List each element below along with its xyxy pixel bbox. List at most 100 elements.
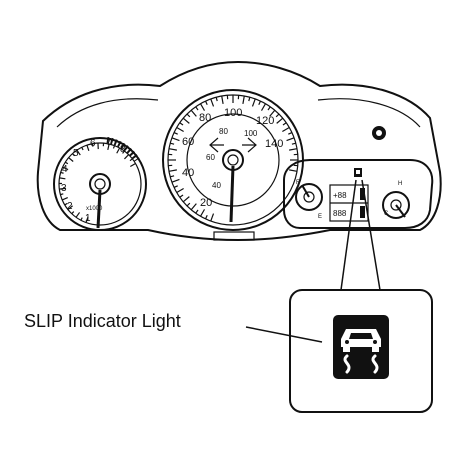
gauge-tick [170,175,175,178]
temp-gauge: H C [382,181,410,219]
gauge-tick [288,131,293,135]
gauge-tick [215,97,218,102]
gauge-tick [170,142,175,145]
gauge-tick [204,100,208,105]
gauge-tick [124,154,130,160]
gauge-tick [64,202,68,206]
speed-tick: 80 [199,112,211,124]
gauge-tick [129,158,133,162]
tach-tick: 3 [61,183,67,194]
gauge-tick [210,98,215,107]
gauge-tick [199,103,206,111]
gauge-tick [173,131,178,135]
temp-mark: C [384,211,389,217]
gauge-tick [76,149,81,156]
gauge-tick [81,147,84,151]
gauge-tick [282,126,290,133]
temp-mark: H [398,181,402,187]
turn-right-icon [242,137,257,153]
speed-needle [229,165,235,223]
gauge-tick [195,209,199,214]
gauge-tick [190,109,197,117]
gauge-tick [59,187,66,190]
gauge-tick [195,106,199,111]
callout-box [289,289,433,413]
gauge-tick [72,153,75,157]
mph-mark: 40 [212,181,221,190]
gauge-tick [179,194,184,198]
gauge-tick [248,97,251,102]
tach-tick: 5 [73,148,79,159]
mph-mark: 80 [219,127,228,136]
gauge-tick [61,197,68,201]
speed-tick: 120 [256,115,274,127]
gauge-tick [242,95,245,104]
tach-tick: 8 [120,144,126,155]
gauge-tick [275,113,280,118]
gauge-tick [130,162,136,168]
gauge-tick [251,98,256,107]
tach-tick: 4 [62,164,68,175]
gauge-tick [59,177,66,180]
gauge-tick [182,196,190,203]
fuel-mark: E [318,214,322,220]
gauge-tick [112,145,116,149]
gauge-tick [168,169,177,172]
gauge-tick [60,193,64,196]
gauge-tick [67,205,74,211]
slip-indicator-label: SLIP Indicator Light [24,311,181,331]
speed-tick: 140 [265,138,283,150]
gauge-tick [289,148,298,151]
gauge-tick [71,211,75,215]
gauge-tick [85,216,89,223]
trip-knob [372,126,386,140]
vehicle-skid-icon [333,315,389,379]
gauge-tick [186,113,191,118]
gauge-tick [168,148,177,151]
tach-tick: 6 [90,138,96,149]
gauge-tick [260,103,267,111]
tach-tick: 7 [106,137,112,148]
gauge-tick [173,185,178,189]
tach-unit: x1000 [86,206,103,212]
mph-mark: 100 [244,129,258,138]
display-upper: +88 [333,191,347,200]
gauge-tick [60,171,64,174]
tach-needle [96,189,102,229]
speedometer: 20 40 60 80 100 120 140 40 60 80 100 [162,89,304,241]
speed-tick: 60 [182,136,194,148]
tach-tick: 2 [67,201,73,212]
fuel-mark: F [296,180,300,186]
gauge-tick [176,126,184,133]
gauge-tick [91,143,94,147]
gauge-tick [68,157,74,162]
gauge-tick [276,117,284,124]
gauge-tick [171,178,180,183]
tachometer: 1 2 3 4 5 6 7 8 x1000 [53,137,147,231]
gauge-tick [258,100,262,105]
leader-line [361,179,381,291]
gauge-tick [221,95,224,104]
odometer-display: +88 888 [329,184,369,222]
gauge-tick [286,137,295,142]
gauge-tick [62,166,69,171]
gauge-tick [171,137,180,142]
leader-line [340,179,357,291]
gauge-tick [182,117,190,124]
tach-tick: 1 [85,213,91,224]
gauge-tick [122,150,125,154]
right-subpanel [283,159,434,229]
gauge-tick [116,147,121,154]
gauge-tick [291,142,296,145]
cluster-housing [36,60,442,242]
gauge-tick [269,109,276,117]
speed-tick: 20 [200,197,212,209]
gauge-tick [199,209,206,217]
gauge-tick [176,187,184,194]
gauge-tick [75,212,81,218]
label-pointer [245,326,323,343]
gauge-tick [179,122,184,126]
gauge-tick [204,215,208,220]
gauge-tick [80,217,83,221]
